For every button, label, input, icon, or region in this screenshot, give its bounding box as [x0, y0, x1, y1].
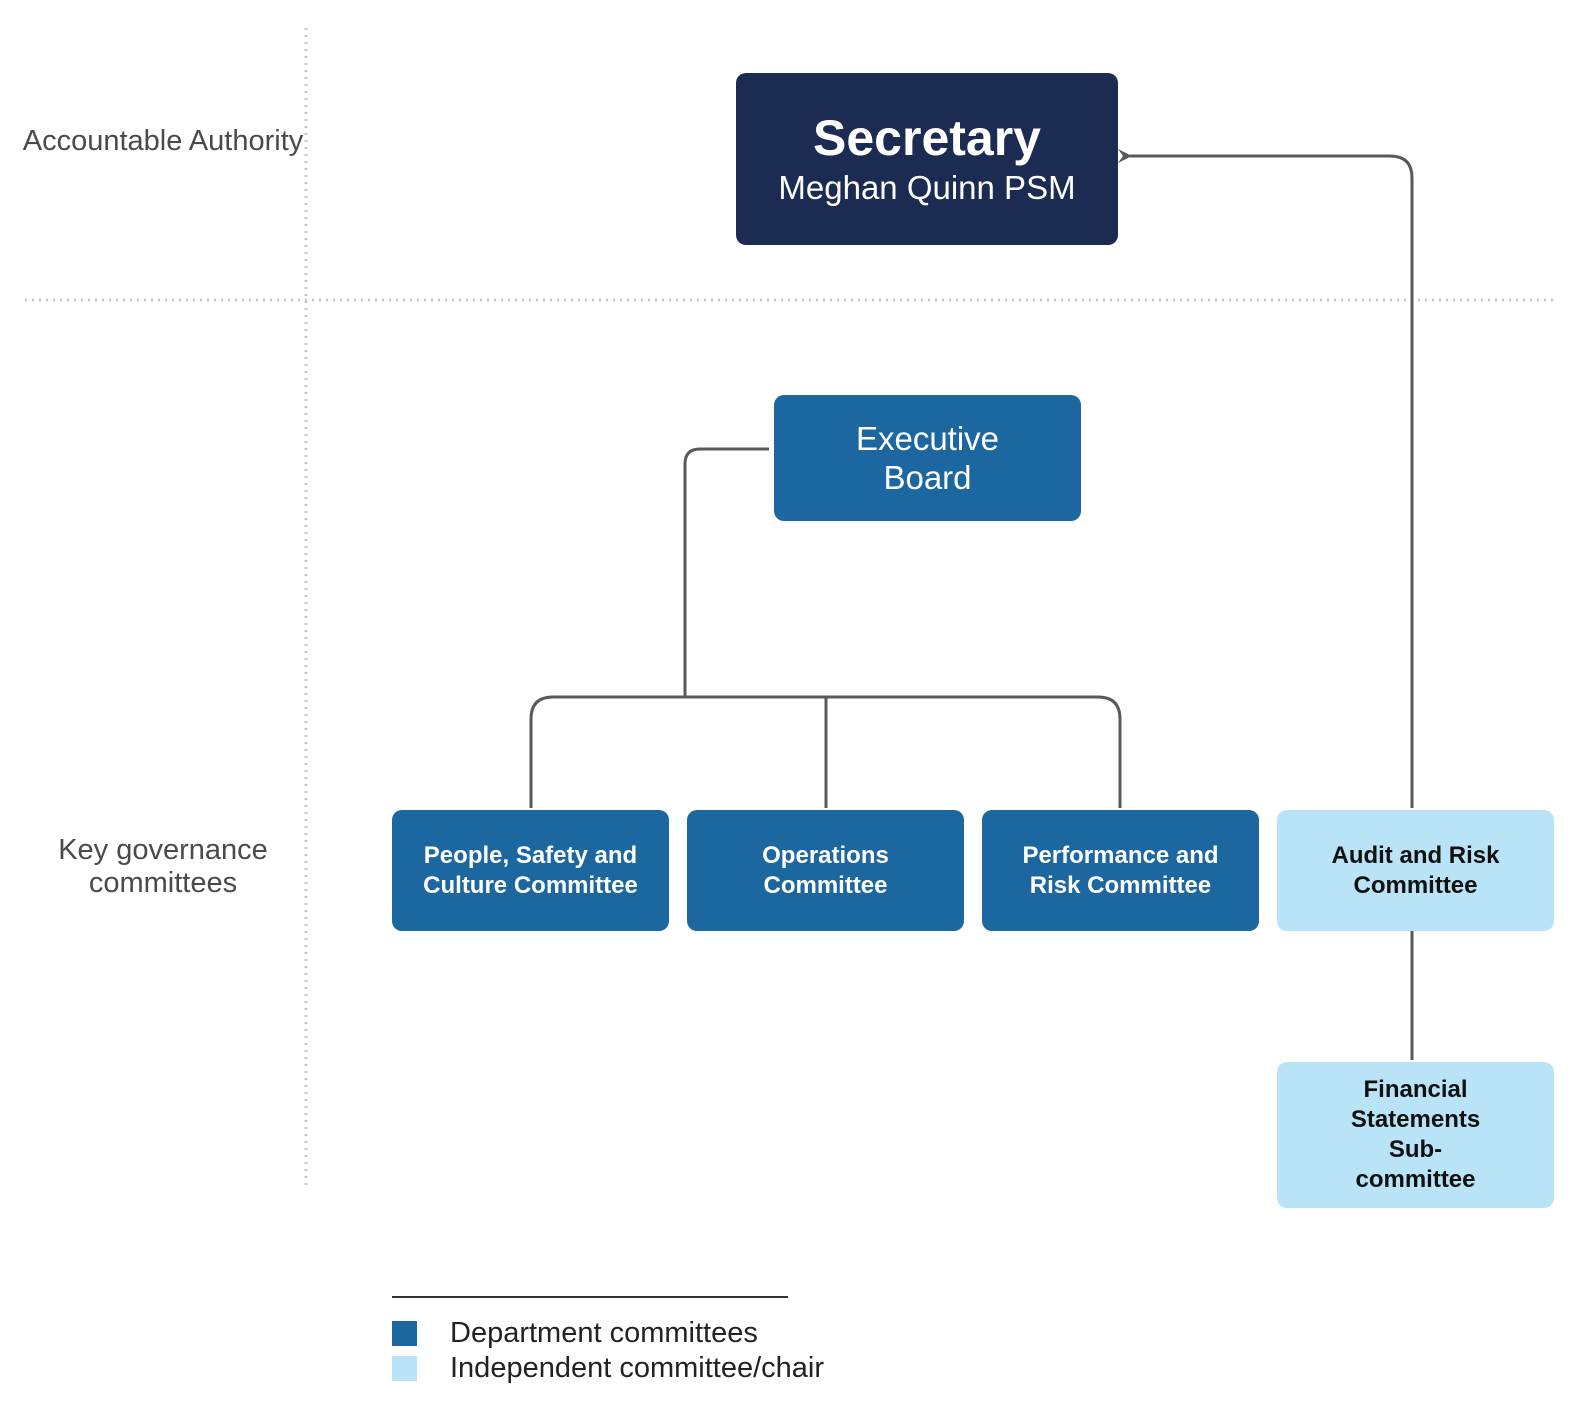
accountable-authority-label: Accountable Authority	[22, 125, 304, 157]
audit-risk-committee-box: Audit and Risk Committee	[1277, 810, 1554, 931]
people-safety-culture-committee-box: People, Safety and Culture Committee	[392, 810, 669, 931]
legend-department-swatch	[392, 1321, 417, 1346]
audit-to-secretary-arrow	[1118, 149, 1414, 808]
secretary-box: Secretary Meghan Quinn PSM	[736, 73, 1118, 245]
executive-board-label: Executive Board	[855, 420, 1000, 496]
operations-committee-box: Operations Committee	[687, 810, 964, 931]
executive-board-box: Executive Board	[774, 395, 1081, 521]
key-governance-committees-label: Key governance committees	[58, 834, 268, 899]
people-safety-culture-committee-label: People, Safety and Culture Committee	[423, 841, 638, 899]
financial-statements-subcommittee-label: Financial Statements Sub-committee	[1350, 1076, 1481, 1193]
exec-board-connector	[683, 447, 769, 697]
secretary-title: Secretary	[813, 110, 1041, 166]
secretary-name: Meghan Quinn PSM	[778, 169, 1076, 206]
performance-risk-committee-box: Performance and Risk Committee	[982, 810, 1259, 931]
operations-committee-label: Operations Committee	[762, 841, 889, 899]
performance-risk-committee-label: Performance and Risk Committee	[1022, 841, 1219, 899]
legend-independent-swatch	[392, 1356, 417, 1381]
legend-department-label: Department committees	[450, 1317, 758, 1349]
audit-risk-committee-label: Audit and Risk Committee	[1331, 841, 1500, 899]
financial-statements-subcommittee-box: Financial Statements Sub-committee	[1277, 1062, 1554, 1208]
legend-independent-label: Independent committee/chair	[450, 1352, 824, 1384]
